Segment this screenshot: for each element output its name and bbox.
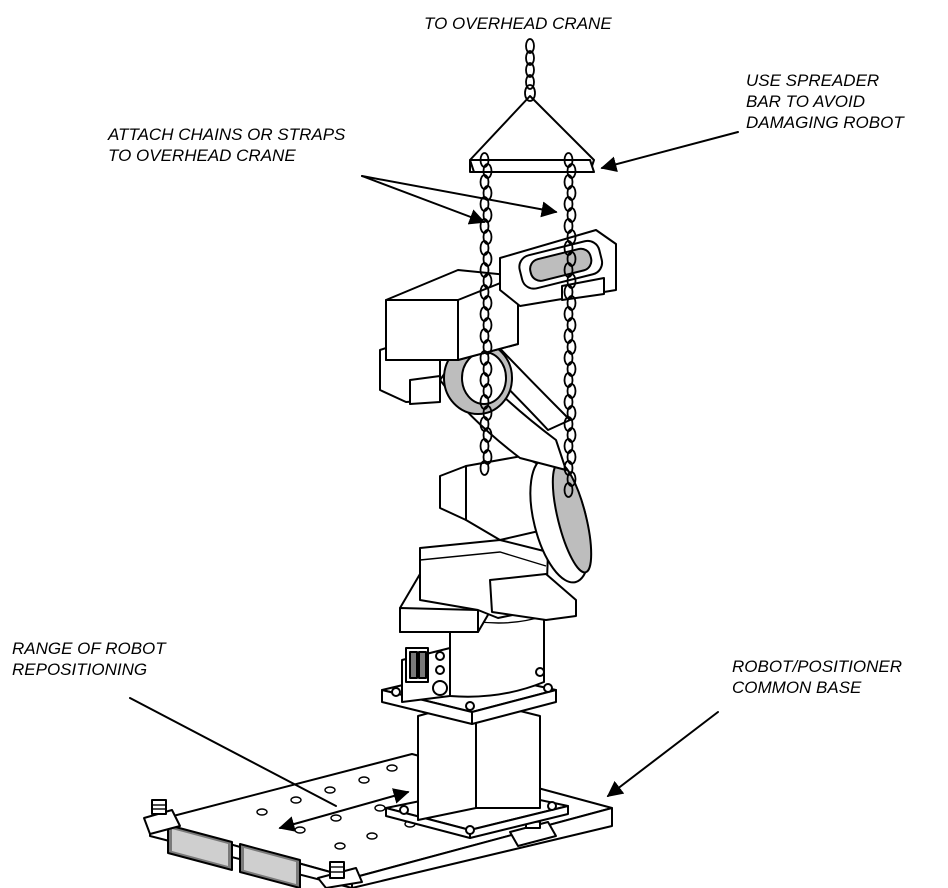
callout-line: TO OVERHEAD CRANE — [424, 14, 612, 33]
arrow-spreader-bar — [600, 131, 739, 173]
leader-arrows — [129, 131, 739, 832]
callout-spreader-bar: USE SPREADER BAR TO AVOID DAMAGING ROBOT — [746, 70, 904, 133]
chain-link — [563, 482, 574, 498]
callout-common-base: ROBOT/POSITIONER COMMON BASE — [732, 656, 902, 698]
callout-line: COMMON BASE — [732, 678, 862, 697]
lifting-chains — [479, 38, 577, 498]
callout-line: DAMAGING ROBOT — [746, 113, 904, 132]
spreader-bar — [469, 95, 595, 173]
arrow-right-chain — [361, 175, 558, 218]
callout-line: RANGE OF ROBOT — [12, 639, 166, 658]
elbow-housing — [379, 269, 519, 415]
arrow-left-chain — [361, 175, 486, 225]
turning-head — [399, 539, 577, 633]
forearm — [499, 229, 617, 307]
bolt — [329, 861, 345, 879]
callout-line: BAR TO AVOID — [746, 92, 866, 111]
callout-line: REPOSITIONING — [12, 660, 148, 679]
arrow-common-base — [606, 711, 719, 797]
leader-range — [129, 697, 337, 807]
chain-link — [479, 460, 490, 476]
bolt — [151, 799, 167, 815]
callout-line: ROBOT/POSITIONER — [732, 657, 903, 676]
callout-overhead-crane: TO OVERHEAD CRANE — [424, 13, 612, 34]
callout-attach-chains: ATTACH CHAINS OR STRAPS TO OVERHEAD CRAN… — [108, 124, 345, 166]
arrow-range-of-repositioning — [278, 788, 410, 832]
callout-line: USE SPREADER — [746, 71, 880, 90]
callout-line: ATTACH CHAINS OR STRAPS — [108, 125, 346, 144]
callout-range-of-repositioning: RANGE OF ROBOT REPOSITIONING — [12, 638, 166, 680]
callout-line: TO OVERHEAD CRANE — [108, 146, 296, 165]
